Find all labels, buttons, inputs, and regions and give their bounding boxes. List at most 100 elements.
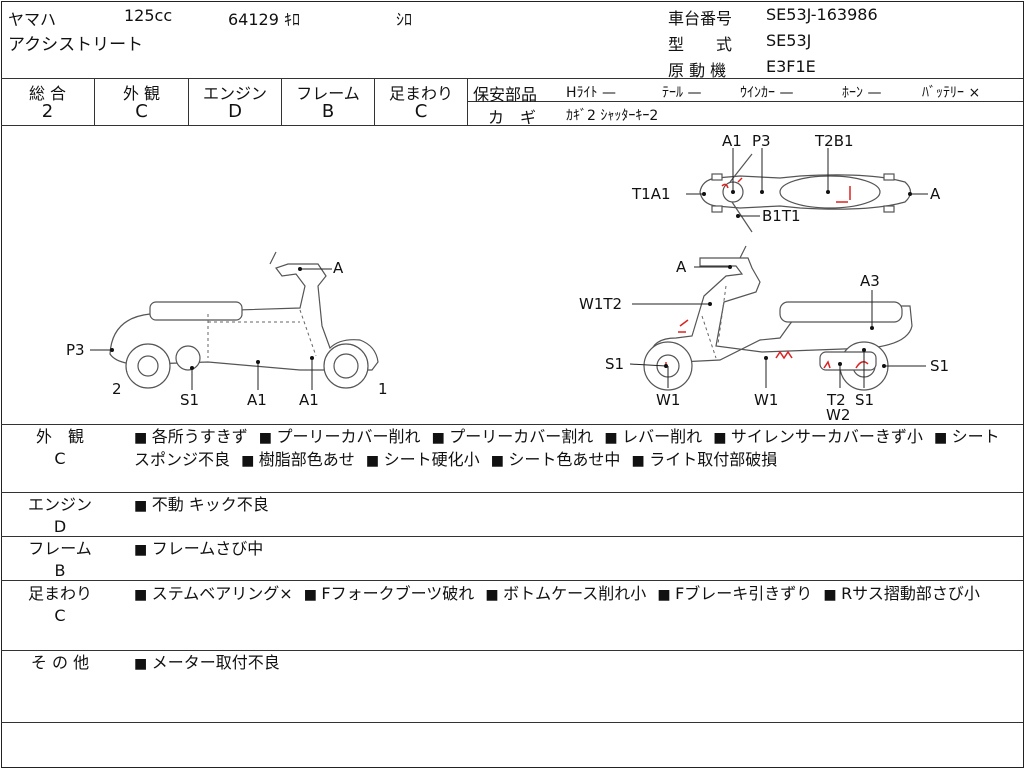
label-left-a1-2: A1 <box>299 391 319 409</box>
section-frame-grade: B <box>54 561 66 580</box>
label-right-w2: W2 <box>826 406 850 422</box>
maker: ヤマハ <box>8 10 57 29</box>
grade-label-engine: エンジン <box>202 84 267 103</box>
section-exterior-grade: C <box>54 449 66 468</box>
section-exterior-label: 外 観 <box>35 427 84 446</box>
displacement: 125cc <box>124 6 173 25</box>
color: ｼﾛ <box>396 10 413 29</box>
label-left-2: 2 <box>112 380 122 398</box>
section-other: そ の 他 <box>0 652 120 674</box>
divider-exterior <box>1 492 1023 493</box>
divider-suspension <box>1 650 1023 651</box>
grade-table-bottom <box>1 125 1023 126</box>
model-name: アクシストリート <box>8 35 144 55</box>
label-top-t2b1: T2B1 <box>814 132 854 150</box>
label-right-w1-mid: W1 <box>754 391 778 409</box>
section-suspension: 足まわり C <box>0 583 120 627</box>
col-divider <box>281 78 282 125</box>
label-top-a: A <box>930 185 941 203</box>
engine-label: 原 動 機 <box>668 61 727 80</box>
section-exterior: 外 観 C <box>0 426 120 470</box>
section-frame-label: フレーム <box>28 539 92 558</box>
label-left-1: 1 <box>378 380 388 398</box>
note-item: Rサス摺動部さび小 <box>823 584 980 603</box>
top-view: A1 P3 T2B1 T1A1 A B1T1 <box>631 132 941 233</box>
section-suspension-grade: C <box>54 606 66 625</box>
col-divider <box>374 78 375 125</box>
note-item: ステムベアリング× <box>134 584 293 603</box>
note-item: 樹脂部色あせ <box>241 450 355 469</box>
note-item: プーリーカバー削れ <box>259 427 421 446</box>
safety-label: 保安部品 <box>473 85 538 104</box>
note-item: レバー削れ <box>604 427 702 446</box>
grade-value-overall: 2 <box>41 101 54 122</box>
notes-frame: フレームさび中 <box>134 538 1014 561</box>
divider-engine <box>1 536 1023 537</box>
divider-frame <box>1 580 1023 581</box>
frame-no: SE53J-163986 <box>766 5 878 24</box>
label-right-a3: A3 <box>860 272 880 290</box>
grade-value-engine: D <box>228 101 242 122</box>
grade-value-exterior: C <box>135 101 148 122</box>
section-suspension-label: 足まわり <box>27 584 92 603</box>
note-item: 不動 キック不良 <box>134 495 269 514</box>
col-divider <box>188 78 189 125</box>
note-item: サイレンサーカバーきず小 <box>713 427 923 446</box>
label-right-w1t2: W1T2 <box>579 295 622 313</box>
note-item: シート硬化小 <box>366 450 480 469</box>
grade-label-frame: フレーム <box>296 84 360 103</box>
col-divider <box>94 78 95 125</box>
notes-engine: 不動 キック不良 <box>134 494 1014 517</box>
label-right-s1-right: S1 <box>930 357 949 375</box>
note-item: ボトムケース削れ小 <box>485 584 646 603</box>
grade-value-suspension: C <box>414 101 428 122</box>
key-value: ｶｷﾞ2 ｼｬｯﾀｰｷｰ2 <box>566 108 659 124</box>
note-item: フレームさび中 <box>134 539 263 558</box>
label-top-b1t1: B1T1 <box>762 207 801 225</box>
grade-label-exterior: 外 観 <box>122 84 161 103</box>
label-left-a1-1: A1 <box>247 391 267 409</box>
type-value: SE53J <box>766 31 812 50</box>
note-item: Fフォークブーツ破れ <box>304 584 475 603</box>
section-engine: エンジン D <box>0 494 120 538</box>
grade-label-overall: 総 合 <box>28 84 67 103</box>
safety-tail: ﾃｰﾙ — <box>662 85 702 101</box>
notes-exterior: 各所うすきず プーリーカバー削れ プーリーカバー割れ レバー削れ サイレンサーカ… <box>134 426 1014 472</box>
grade-label-suspension: 足まわり <box>388 84 453 103</box>
label-right-t2: T2 <box>826 391 846 409</box>
key-label: カ ギ <box>488 108 537 127</box>
notes-other: メーター取付不良 <box>134 652 1014 675</box>
label-top-t1a1: T1A1 <box>631 185 671 203</box>
section-engine-grade: D <box>53 517 67 536</box>
note-item: ライト取付部破損 <box>632 450 778 469</box>
note-item: Fブレーキ引きずり <box>657 584 812 603</box>
safety-horn: ﾎｰﾝ — <box>842 85 882 101</box>
note-item: シート色あせ中 <box>491 450 621 469</box>
label-left-s1: S1 <box>180 391 199 409</box>
mileage: 64129 ｷﾛ <box>228 10 300 29</box>
safety-winker: ｳｲﾝｶｰ — <box>740 85 794 101</box>
label-right-s1-bottom: S1 <box>855 391 874 409</box>
note-item: メーター取付不良 <box>134 653 280 672</box>
label-right-w1-front: W1 <box>656 391 680 409</box>
label-right-a: A <box>676 258 687 276</box>
engine-value: E3F1E <box>766 57 816 76</box>
col-divider <box>467 78 468 125</box>
section-frame: フレーム B <box>0 538 120 582</box>
label-top-a1: A1 <box>722 132 742 150</box>
right-side-view: A A3 W1T2 S1 S1 W1 W1 T2 S1 W2 <box>579 245 949 422</box>
note-item: プーリーカバー割れ <box>432 427 594 446</box>
section-other-label: そ の 他 <box>30 653 90 672</box>
label-left-a: A <box>333 259 344 277</box>
grade-table-top <box>1 78 1023 79</box>
note-item: 各所うすきず <box>134 427 248 446</box>
safety-divider <box>467 101 1023 102</box>
scooter-diagram: A P3 2 S1 A1 A1 1 A1 P3 T2B1 T1A1 A B1T1 <box>66 132 949 422</box>
notes-suspension: ステムベアリング× Fフォークブーツ破れ ボトムケース削れ小 Fブレーキ引きずり… <box>134 583 1014 606</box>
label-right-s1-left: S1 <box>605 355 624 373</box>
label-left-p3: P3 <box>66 341 85 359</box>
label-top-p3: P3 <box>752 132 771 150</box>
type-label: 型 式 <box>668 35 733 54</box>
left-side-view: A P3 2 S1 A1 A1 1 <box>66 251 388 409</box>
grade-value-frame: B <box>321 101 335 122</box>
